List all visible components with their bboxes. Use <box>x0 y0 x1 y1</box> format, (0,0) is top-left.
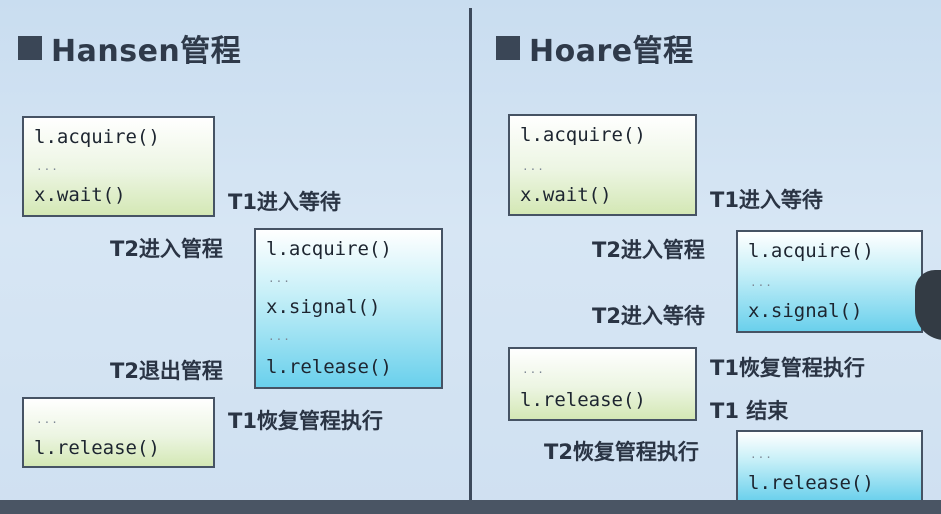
label-t2-wait: T2进入等待 <box>592 304 705 328</box>
label-t1-wait: T1进入等待 <box>228 190 341 214</box>
divider-line <box>469 8 472 504</box>
code-line: l.release() <box>748 472 874 494</box>
hansen-t2-box: l.acquire() ... x.signal() ... l.release… <box>254 228 443 389</box>
hoare-t1-resume-box: ... l.release() <box>508 347 697 421</box>
hoare-title-text: Hoare管程 <box>529 34 694 69</box>
label-t1-wait: T1进入等待 <box>710 188 823 212</box>
label-t1-resume: T1恢复管程执行 <box>710 356 865 380</box>
hansen-t1-resume-box: ... l.release() <box>22 397 215 468</box>
code-line: l.acquire() <box>34 126 160 148</box>
ellipsis: ... <box>268 330 291 343</box>
code-line: x.signal() <box>266 296 381 318</box>
hoare-t2-resume-box: ... l.release() <box>736 430 923 503</box>
hoare-t1-box: l.acquire() ... x.wait() <box>508 114 697 216</box>
label-t2-enter: T2进入管程 <box>592 238 705 262</box>
code-line: l.release() <box>34 437 160 459</box>
bullet-square-icon <box>18 36 42 60</box>
ellipsis: ... <box>750 448 773 461</box>
hansen-title: Hansen管程 <box>18 26 241 70</box>
code-line: l.acquire() <box>748 240 874 262</box>
label-t2-enter: T2进入管程 <box>110 237 223 261</box>
label-t1-end: T1 结束 <box>710 399 789 423</box>
ellipsis: ... <box>36 160 59 173</box>
label-t1-resume: T1恢复管程执行 <box>228 409 383 433</box>
code-line: x.signal() <box>748 300 863 322</box>
hansen-t1-box: l.acquire() ... x.wait() <box>22 116 215 217</box>
bottom-bar <box>0 500 941 514</box>
code-line: x.wait() <box>520 184 612 206</box>
ellipsis: ... <box>522 363 545 376</box>
hoare-title: Hoare管程 <box>496 26 694 70</box>
code-line: l.release() <box>266 356 392 378</box>
ellipsis: ... <box>268 272 291 285</box>
ellipsis: ... <box>36 413 59 426</box>
bullet-square-icon <box>496 36 520 60</box>
code-line: l.acquire() <box>266 238 392 260</box>
code-line: l.acquire() <box>520 124 646 146</box>
hansen-title-text: Hansen管程 <box>51 34 242 69</box>
label-t2-resume: T2恢复管程执行 <box>544 440 699 464</box>
ellipsis: ... <box>750 276 773 289</box>
ellipsis: ... <box>522 160 545 173</box>
code-line: x.wait() <box>34 184 126 206</box>
label-t2-exit: T2退出管程 <box>110 359 223 383</box>
hoare-t2-box: l.acquire() ... x.signal() <box>736 230 923 333</box>
code-line: l.release() <box>520 389 646 411</box>
